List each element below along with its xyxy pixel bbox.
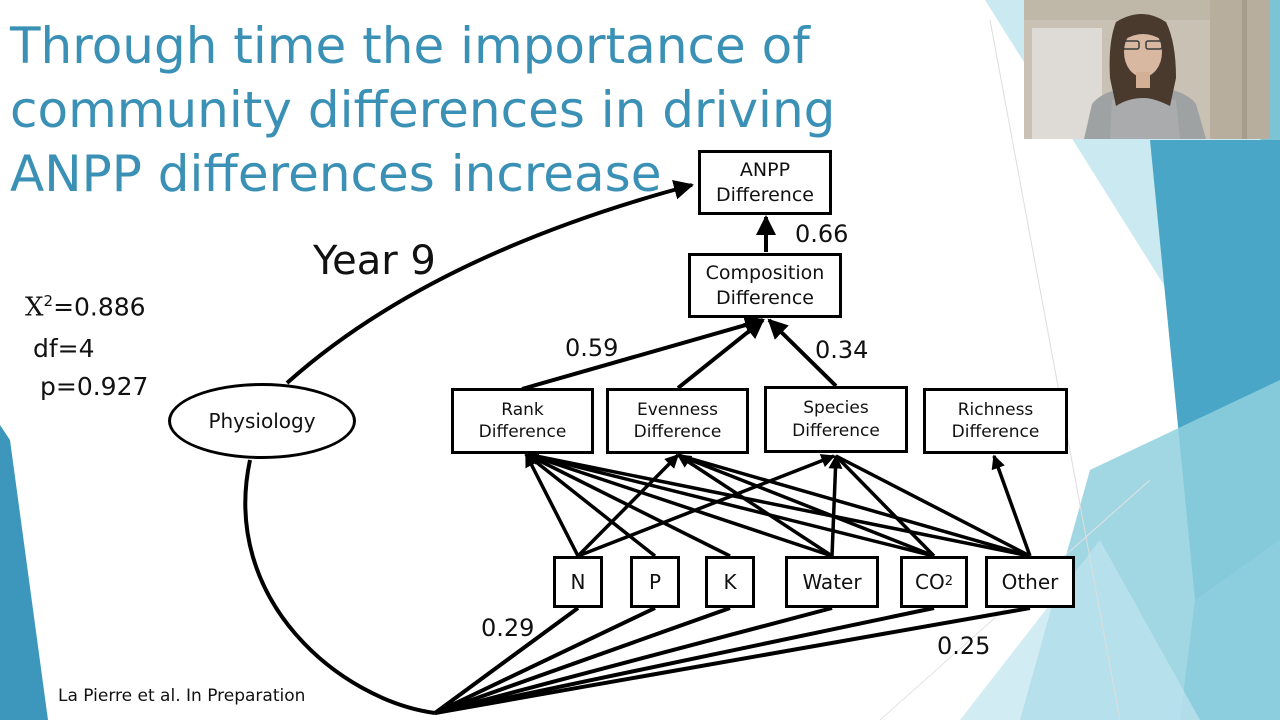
person-video-icon (1024, 0, 1270, 139)
node-anpp-difference: ANPP Difference (698, 150, 832, 215)
arrow-water-bottom (434, 606, 833, 715)
node-p: P (630, 556, 680, 608)
coef-n-physiology: 0.29 (481, 614, 535, 642)
node-water: Water (785, 556, 879, 608)
co2-base: CO (915, 570, 945, 594)
slide-title: Through time the importance of community… (10, 14, 850, 206)
arrows (243, 179, 1031, 715)
coef-other-physiology: 0.25 (937, 632, 991, 660)
chi-square-stat: X2=0.886 (25, 292, 146, 322)
node-composition-difference: Composition Difference (688, 253, 842, 318)
arrow-physiology-anpp (285, 179, 694, 385)
node-rank-difference: Rank Difference (451, 388, 594, 454)
chi-exponent: 2 (43, 292, 54, 310)
node-richness-difference: Richness Difference (923, 388, 1068, 454)
arrow-p-bottom (434, 606, 656, 715)
arrow-k-bottom (434, 606, 731, 715)
arrow-other-bottom (434, 606, 1031, 715)
year-label: Year 9 (313, 238, 436, 284)
treatment-arrows (524, 450, 1032, 558)
arrow-physiology-loop (243, 459, 436, 715)
chi-value: =0.886 (53, 292, 146, 322)
chi-symbol: X (25, 292, 44, 323)
coef-species-composition: 0.34 (815, 336, 869, 364)
coef-rank-composition: 0.59 (565, 334, 619, 362)
arrow-co2-bottom (434, 606, 935, 715)
title-line-1: Through time the importance of (10, 17, 810, 75)
df-stat: df=4 (33, 334, 95, 363)
node-k: K (705, 556, 755, 608)
facet-bottom (960, 540, 1200, 720)
arrow-rank-composition (521, 315, 765, 391)
node-other: Other (985, 556, 1075, 608)
node-species-difference: Species Difference (764, 386, 908, 453)
webcam-video (1024, 0, 1270, 139)
title-line-3: ANPP differences increase (10, 145, 662, 203)
arrow-evenness-composition (676, 318, 765, 390)
arrow-n-bottom (433, 606, 580, 715)
title-line-2: community differences in driving (10, 81, 836, 139)
citation: La Pierre et al. In Preparation (58, 686, 306, 706)
node-evenness-difference: Evenness Difference (606, 388, 749, 454)
left-accent (0, 425, 48, 720)
arrow-species-composition (767, 318, 838, 388)
coef-composition-anpp: 0.66 (795, 220, 849, 248)
node-physiology: Physiology (168, 383, 356, 459)
p-value-stat: p=0.927 (40, 372, 149, 401)
co2-subscript: 2 (944, 573, 953, 589)
node-n: N (553, 556, 603, 608)
facet-line (989, 19, 1121, 720)
